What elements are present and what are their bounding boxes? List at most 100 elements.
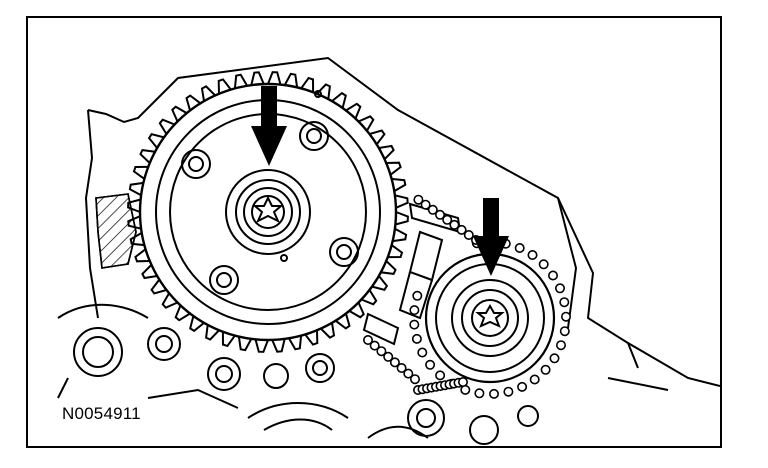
figure-frame: N0054911 <box>26 16 722 448</box>
chain-link <box>362 334 373 345</box>
sprocket-tooth <box>200 85 216 102</box>
chain-link <box>434 209 445 220</box>
sprocket-tooth <box>185 94 202 111</box>
arrow-down-icon <box>251 86 287 166</box>
sprocket-tooth <box>134 248 150 263</box>
sprocket-tooth <box>171 105 188 122</box>
chain-link <box>538 259 549 270</box>
sprocket-tooth <box>189 315 205 333</box>
sprocket-tooth <box>132 165 149 180</box>
sprocket-tooth <box>139 149 156 164</box>
chain-link <box>435 370 446 381</box>
sprocket-tooth <box>380 260 397 275</box>
chain-link <box>449 219 460 230</box>
sprocket-tooth <box>150 278 167 295</box>
chain-link <box>417 347 428 358</box>
sprocket-tooth <box>300 76 315 93</box>
chain-link <box>540 364 551 375</box>
chain-link <box>560 311 571 322</box>
chain-link <box>413 194 424 205</box>
sprocket-tooth <box>267 71 282 85</box>
sprocket-tooth <box>371 275 389 291</box>
sprocket-tooth <box>147 133 165 149</box>
sprocket-tooth <box>221 331 236 348</box>
chain-link <box>456 224 467 235</box>
chain-link <box>488 388 499 399</box>
chain-link <box>517 381 528 392</box>
sprocket-tooth <box>283 72 299 88</box>
chain-sprocket <box>424 252 556 384</box>
chain-link <box>420 199 431 210</box>
sprocket-tooth <box>233 73 248 89</box>
sprocket-tooth <box>378 144 395 160</box>
sprocket-tooth <box>394 194 409 209</box>
sprocket-tooth <box>161 292 178 309</box>
chain-link <box>463 230 474 241</box>
figure-id: N0054911 <box>60 404 143 424</box>
crosshatch-region <box>95 193 137 269</box>
chain-link <box>409 374 420 385</box>
sprocket-mounting-bolts <box>181 90 359 295</box>
chain-link <box>409 305 420 316</box>
chain-link <box>411 333 422 344</box>
sprocket-tooth <box>254 339 269 353</box>
sprocket-tooth <box>127 215 142 230</box>
chain-link <box>529 374 540 385</box>
sprocket-tooth <box>174 305 191 322</box>
chain-link <box>389 357 400 368</box>
chain-link <box>474 388 485 399</box>
engine-housing <box>57 56 720 391</box>
chain-link <box>376 346 387 357</box>
sprocket-tooth <box>128 181 144 197</box>
sprocket-tooth <box>127 198 141 213</box>
sprocket-tooth <box>316 83 331 100</box>
sprocket-tooth <box>158 118 175 135</box>
chain-link <box>460 384 471 395</box>
arrow-down-icon <box>473 198 509 276</box>
sprocket-tooth <box>348 302 365 319</box>
sprocket-tooth <box>304 330 319 346</box>
sprocket-tooth <box>387 244 404 259</box>
sprocket-tooth <box>320 322 336 339</box>
chain-link <box>527 250 538 261</box>
chain-link <box>549 353 560 364</box>
sprocket-tooth <box>271 338 286 353</box>
chain-link <box>503 386 514 397</box>
sprocket-tooth <box>345 102 362 119</box>
lower-casting-details <box>57 327 539 445</box>
chain-link <box>412 290 423 301</box>
sprocket-tooth <box>288 335 303 351</box>
camshaft-bolt-head <box>252 195 284 224</box>
sprocket-tooth <box>237 336 253 352</box>
chain-link <box>559 297 570 308</box>
chain-link <box>457 376 468 387</box>
sprocket-tooth <box>358 115 375 132</box>
chain-link <box>554 283 565 294</box>
engine-timing-illustration <box>57 56 720 445</box>
chain-link <box>442 214 453 225</box>
chain-link <box>425 359 436 370</box>
chain-link <box>514 243 525 254</box>
chain-link <box>409 319 420 330</box>
chain-link <box>383 351 394 362</box>
sprocket-tooth <box>250 71 265 86</box>
sprocket-tooth <box>217 78 232 94</box>
sprocket-tooth <box>141 264 158 280</box>
chain-link <box>427 204 438 215</box>
chain-link <box>547 270 558 281</box>
sprocket-tooth <box>391 177 407 192</box>
sprocket-tooth <box>129 232 145 247</box>
sprocket-tooth <box>334 313 351 330</box>
sprocket-tooth <box>392 227 408 243</box>
sprocket-tooth <box>361 289 378 306</box>
sprocket-tooth <box>331 91 347 109</box>
sprocket-tooth <box>386 161 402 176</box>
sprocket-tooth <box>395 211 409 226</box>
chain-link <box>403 368 414 379</box>
chain-link <box>396 362 407 373</box>
sprocket-tooth <box>205 324 220 341</box>
sprocket-tooth <box>369 129 386 146</box>
chain-link <box>555 340 566 351</box>
chain-link <box>369 340 380 351</box>
